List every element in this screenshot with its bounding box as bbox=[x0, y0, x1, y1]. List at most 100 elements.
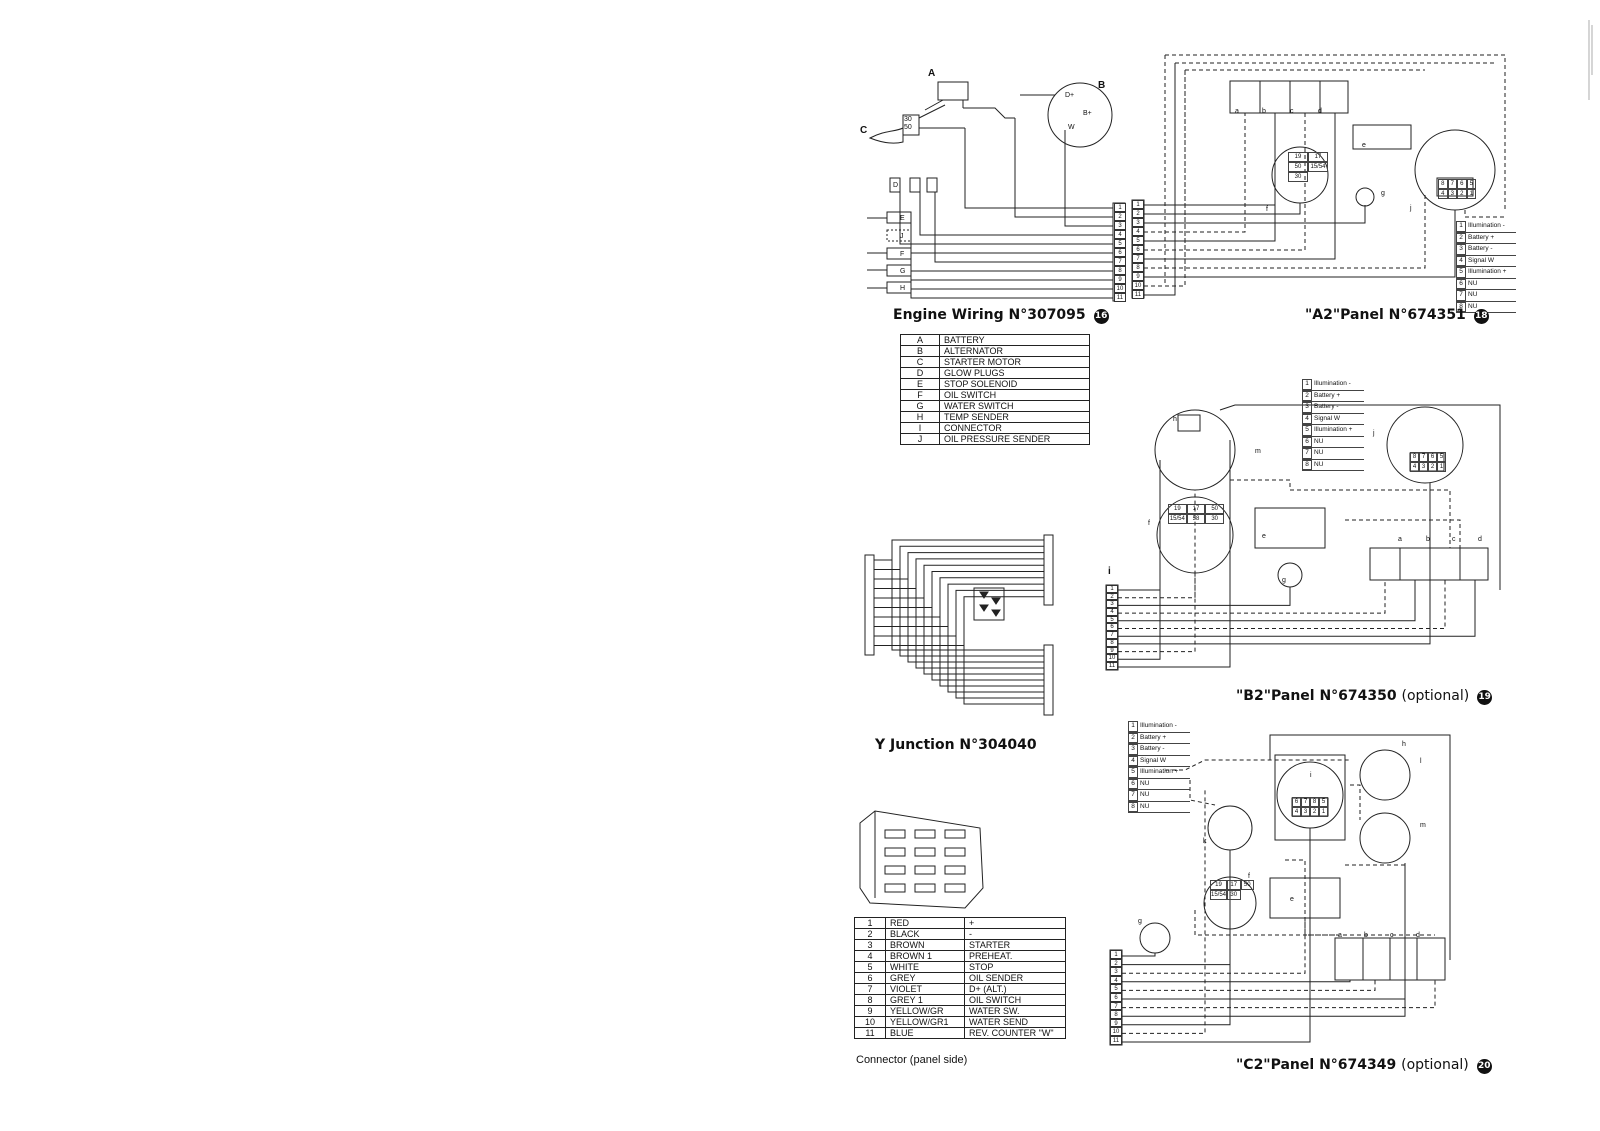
connector-wire-color: RED bbox=[885, 917, 965, 929]
a2-pinout-number: 2 bbox=[1456, 232, 1466, 243]
a2-label-a: a bbox=[1235, 108, 1239, 115]
connector-pin-number: 11 bbox=[854, 1027, 886, 1039]
b2-pinout-number: 1 bbox=[1302, 379, 1312, 390]
a2-connector-pin: 5 bbox=[1132, 236, 1144, 245]
c2-label-m: m bbox=[1420, 822, 1426, 829]
c2-pinout-number: 4 bbox=[1128, 755, 1138, 766]
y-junction-wire bbox=[874, 545, 1044, 570]
b2-gauge-pin: 8 bbox=[1410, 452, 1419, 462]
c2-wire bbox=[1122, 980, 1376, 991]
connector-slot bbox=[944, 865, 966, 875]
a2-pinout-number: 1 bbox=[1456, 221, 1466, 232]
b2-ignition-terminal: 50 bbox=[1205, 504, 1224, 514]
a2-warning-block bbox=[1229, 80, 1349, 114]
starter-motor-symbol bbox=[868, 127, 904, 144]
a2-wire bbox=[1144, 70, 1186, 287]
a2-connector-pin: 10 bbox=[1132, 281, 1144, 290]
b2-pinout-number: 7 bbox=[1302, 448, 1312, 459]
a2-label-c: c bbox=[1290, 108, 1294, 115]
legend-key: C bbox=[900, 356, 940, 368]
y-junction-wire bbox=[891, 560, 1044, 651]
engine-wire bbox=[934, 192, 1113, 263]
c2-panel-badge: 20 bbox=[1476, 1059, 1492, 1074]
c2-pinout-label: Battery - bbox=[1140, 745, 1165, 752]
c2-gauge-pin: 6 bbox=[1292, 797, 1301, 807]
a2-connector-pin: 4 bbox=[1132, 227, 1144, 236]
b2-panel-badge: 19 bbox=[1477, 690, 1493, 705]
b2-label-a: a bbox=[1398, 536, 1402, 543]
b2-label-c: c bbox=[1452, 536, 1456, 543]
c2-pinout-label: NU bbox=[1140, 779, 1150, 787]
y-junction-wire bbox=[931, 607, 1044, 681]
b2-gauge-pin: 6 bbox=[1428, 452, 1437, 462]
c2-wire bbox=[1122, 918, 1306, 974]
engine-connector-pin: 10 bbox=[1114, 284, 1126, 293]
a2-wire bbox=[1144, 113, 1336, 260]
b2-label-m: m bbox=[1255, 448, 1261, 455]
b2-wire bbox=[1118, 490, 1196, 653]
a2-label-f: f bbox=[1266, 206, 1268, 213]
engine-wire bbox=[910, 253, 1113, 281]
c2-pinout-label: Illumination + bbox=[1140, 768, 1179, 775]
b2-connector-pin: 8 bbox=[1106, 638, 1118, 647]
legend-key: F bbox=[900, 389, 940, 401]
b2-connector-pin: 2 bbox=[1106, 592, 1118, 601]
c2-wire bbox=[1122, 850, 1231, 1026]
c2-connector-pin: 8 bbox=[1110, 1010, 1122, 1019]
c2-label-d: d bbox=[1416, 932, 1420, 939]
y-junction-wire bbox=[907, 579, 1044, 663]
connector-wire-color: BROWN bbox=[885, 939, 965, 951]
c2-label-i: i bbox=[1310, 772, 1312, 779]
engine-wire bbox=[899, 192, 1113, 245]
box-j-label: J bbox=[900, 233, 904, 240]
b2-wire bbox=[1118, 580, 1476, 637]
connector-wire-color: YELLOW/GR bbox=[885, 1005, 965, 1017]
legend-value: STOP SOLENOID bbox=[939, 378, 1090, 390]
box-h-label: H bbox=[900, 285, 906, 292]
engine-wire bbox=[919, 192, 1113, 236]
c2-pinout-number: 7 bbox=[1128, 790, 1138, 801]
c2-label-h: h bbox=[1402, 741, 1406, 748]
c2-gauge-k bbox=[1207, 805, 1253, 851]
a2-label-j: j bbox=[1410, 205, 1412, 212]
c2-connector-pin: 10 bbox=[1110, 1027, 1122, 1036]
legend-key: I bbox=[900, 422, 940, 434]
c2-panel-diagram bbox=[1109, 734, 1451, 1046]
a2-connector-pin: 7 bbox=[1132, 254, 1144, 263]
a2-wire bbox=[1144, 113, 1306, 251]
b2-label-g: g bbox=[1282, 577, 1286, 584]
a2-wire bbox=[1144, 113, 1246, 233]
c2-label-c: c bbox=[1390, 932, 1394, 939]
a2-panel-diagram bbox=[1131, 54, 1507, 299]
a2-wire bbox=[1144, 210, 1456, 278]
c2-wire bbox=[1122, 828, 1311, 1043]
legend-value: OIL PRESSURE SENDER bbox=[939, 433, 1090, 445]
b2-label-j: j bbox=[1373, 430, 1375, 437]
c2-connector-pin: 9 bbox=[1110, 1018, 1122, 1028]
a2-gauge-pin: 1 bbox=[1466, 189, 1476, 199]
c2-connector-pin: 11 bbox=[1110, 1035, 1122, 1045]
b2-connector-pin: 11 bbox=[1106, 661, 1118, 670]
c2-pinout-label: NU bbox=[1140, 802, 1150, 810]
a2-label-d: d bbox=[1318, 108, 1322, 115]
b2-connector-pin: 4 bbox=[1106, 608, 1118, 616]
